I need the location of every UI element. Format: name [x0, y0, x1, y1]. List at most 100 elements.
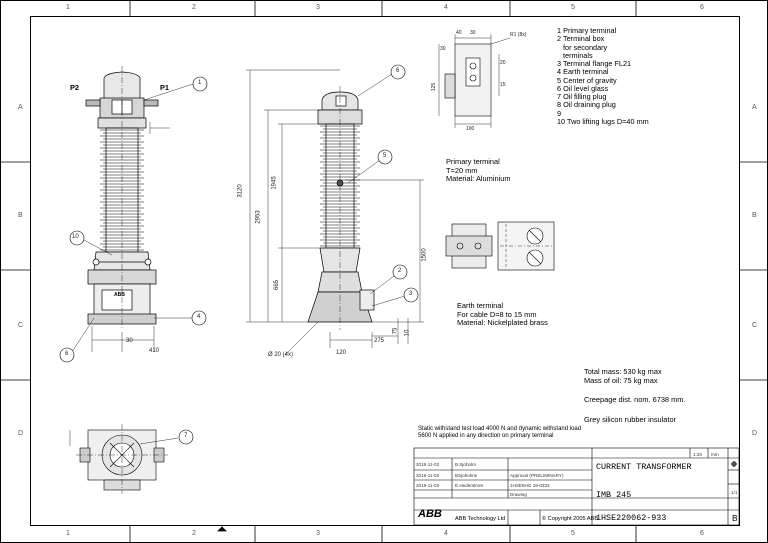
- legend-item: for secondary: [563, 42, 608, 52]
- callout-number: 6: [65, 351, 69, 357]
- tb-row-3-name: E.Hederstrom: [455, 483, 484, 488]
- revision: B: [732, 513, 738, 523]
- copyright: © Copyright 2005 ABB: [542, 516, 599, 522]
- callout-number: 3: [409, 291, 413, 297]
- note-line: Material: Aluminium: [446, 174, 511, 184]
- product-name: IMB 245: [596, 490, 632, 500]
- zone-row-d-right: D: [752, 430, 758, 437]
- zone-row-b: B: [18, 212, 23, 219]
- inner-frame: [30, 16, 740, 526]
- tb-row-3-date: 2016-11-02: [416, 483, 440, 488]
- dim-10: 10: [404, 329, 411, 337]
- tb-row-2-name: BSjoholme: [455, 473, 478, 478]
- zone-col-3-bottom: 3: [316, 530, 320, 537]
- note-line: 5600 N applied in any direction on prima…: [418, 433, 554, 440]
- callout-circles: [59, 64, 419, 445]
- zone-col-1-bottom: 1: [66, 530, 70, 537]
- dim-top: 15: [500, 82, 506, 88]
- legend-item: 5 Center of gravity: [557, 75, 617, 85]
- parts-legend: 1 Primary terminal 2 Terminal box for se…: [557, 26, 649, 126]
- zone-col-5-bottom: 5: [571, 530, 575, 537]
- terminal-detail-top: [438, 34, 511, 128]
- dim-75: 75: [392, 327, 399, 335]
- company-name: ABB Technology Ltd: [455, 516, 506, 522]
- primary-terminal-note: Primary terminal T=20 mm Material: Alumi…: [446, 157, 511, 184]
- scale: 1:20: [693, 452, 702, 457]
- legend-item: 9: [557, 108, 562, 118]
- dim-top: R1 (8x): [510, 32, 527, 38]
- dim-1500: 1500: [421, 248, 428, 262]
- dim-2953: 2953: [255, 210, 262, 224]
- zone-row-c: C: [18, 322, 24, 329]
- side-view: [246, 69, 424, 356]
- callout-number: 1: [198, 80, 202, 86]
- dim-top: 30: [440, 46, 446, 52]
- dim-top: 20: [500, 60, 506, 66]
- zone-col-2: 2: [192, 4, 196, 11]
- zone-row-a: A: [18, 104, 23, 111]
- zone-col-6-bottom: 6: [700, 530, 704, 537]
- callout-number: 2: [398, 268, 402, 274]
- label-p2: P2: [70, 83, 80, 92]
- dim-top: 40: [456, 30, 462, 36]
- legend-item: terminals: [563, 50, 593, 60]
- legend-item: 1 Primary terminal: [557, 26, 617, 35]
- label-p1: P1: [160, 83, 170, 92]
- insulator-note: Grey silicon rubber insulator: [584, 415, 677, 424]
- zone-col-6: 6: [700, 4, 704, 11]
- note-line: Static withstand test load 4000 N and dy…: [418, 426, 582, 432]
- zone-col-3: 3: [316, 4, 320, 11]
- callout-number: 7: [184, 433, 188, 439]
- dim-275: 275: [374, 338, 385, 344]
- zone-col-4: 4: [444, 4, 448, 11]
- legend-item: 2 Terminal box: [557, 34, 605, 44]
- note-line: Material: Nickelplated brass: [457, 318, 548, 328]
- zone-row-d: D: [18, 430, 24, 437]
- note-line: Primary terminal: [446, 157, 500, 166]
- zone-col-4-bottom: 4: [444, 530, 448, 537]
- dim-3120: 3120: [237, 184, 244, 198]
- earth-terminal-note: Earth terminal For cable D=8 to 15 mm Ma…: [457, 301, 548, 328]
- dim-120: 120: [336, 350, 347, 356]
- dim-top: 100: [466, 126, 475, 132]
- zone-col-5: 5: [571, 4, 575, 11]
- dim-665: 665: [274, 279, 281, 291]
- zone-col-2-bottom: 2: [192, 530, 196, 537]
- dim-1945: 1945: [271, 176, 278, 190]
- legend-item: 8 Oil draining plug: [557, 100, 616, 110]
- tb-field: Approval (PRELIMINARY): [510, 473, 564, 478]
- dim-top: 30: [470, 30, 476, 36]
- zone-col-1: 1: [66, 4, 70, 11]
- note-line: For cable D=8 to 15 mm: [457, 309, 537, 319]
- front-view: [71, 66, 194, 353]
- creepage-distance: Creepage dist. nom. 6738 mm.: [584, 395, 686, 404]
- symbol-marks: [731, 461, 737, 467]
- legend-item: 3 Terminal flange FL21: [557, 59, 632, 68]
- legend-item: 6 Oil level glass: [557, 83, 609, 93]
- oil-mass: Mass of oil: 75 kg max: [584, 376, 658, 385]
- unit: mm: [711, 452, 719, 457]
- drawing-title: CURRENT TRANSFORMER: [596, 462, 692, 472]
- legend-item: 10 Two lifting lugs D=40 mm: [557, 116, 649, 126]
- tb-field: 1HSE6HG 19-0333: [510, 483, 550, 488]
- dim-200: Ø 20 (4x): [268, 352, 294, 358]
- abb-badge: ABB: [114, 292, 125, 298]
- dim-410: 410: [149, 348, 160, 354]
- note-line: T=20 mm: [446, 165, 478, 175]
- tb-field: Drawing: [510, 492, 527, 497]
- withstand-note: Static withstand test load 4000 N and dy…: [418, 426, 581, 441]
- zone-row-a-right: A: [752, 104, 757, 111]
- sheet-number: 1/1: [731, 490, 738, 495]
- title-block: [413, 447, 740, 526]
- abb-logo: ABB: [418, 508, 442, 520]
- dim-30: 30: [126, 338, 133, 344]
- tb-row-2-date: 2016-11-02: [416, 473, 440, 478]
- document-number: 1HSE220062-933: [596, 513, 667, 523]
- callout-number: 10: [72, 234, 79, 240]
- callout-number: 5: [383, 153, 387, 159]
- legend-item: 4 Earth terminal: [557, 67, 609, 77]
- note-line: Earth terminal: [457, 301, 504, 310]
